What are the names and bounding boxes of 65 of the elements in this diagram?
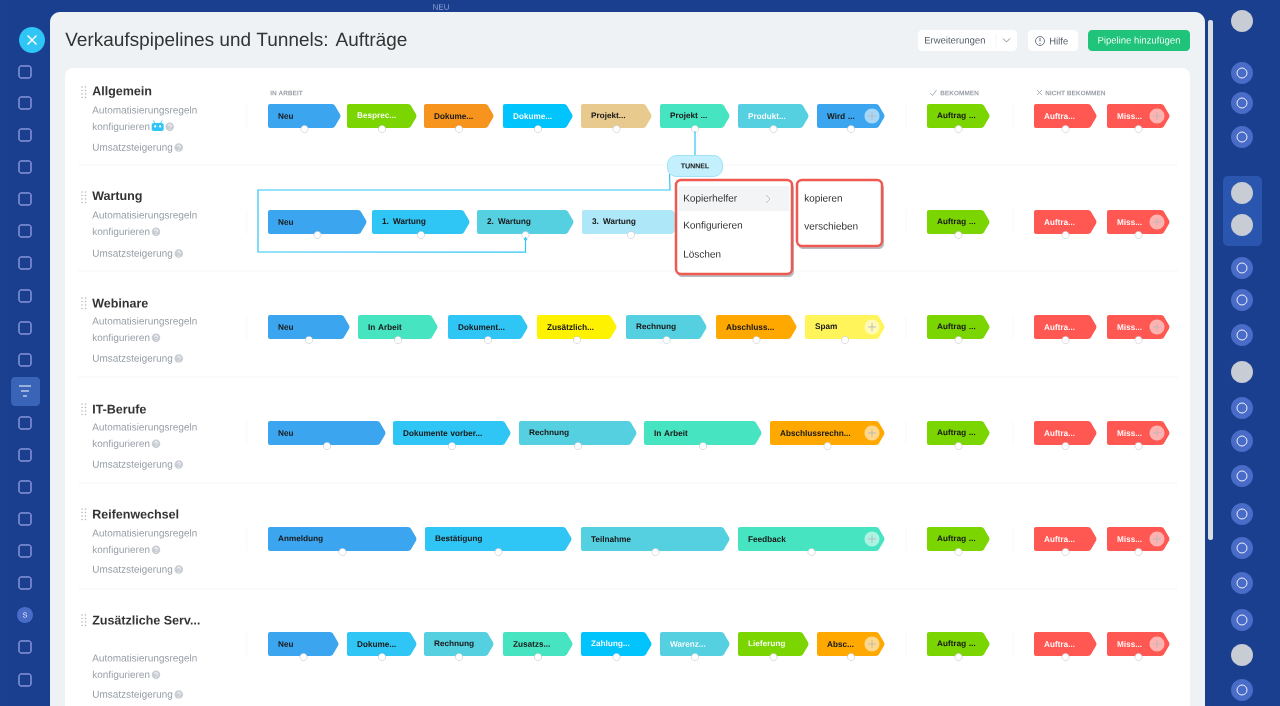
pipeline-stage: Miss... bbox=[1107, 210, 1170, 239]
pipeline-stage: Auftrag ... bbox=[927, 315, 990, 344]
menu-item: Kopierhelfer bbox=[679, 186, 789, 211]
pipeline-stage: Miss... bbox=[1107, 104, 1170, 133]
row-title: Webinare bbox=[81, 297, 148, 310]
pipeline-stage: Neu bbox=[268, 210, 367, 239]
pipeline-stage: Produkt... bbox=[738, 104, 809, 133]
link-text: Umsatzsteigerung bbox=[93, 354, 184, 364]
pipeline-stage: Miss... bbox=[1107, 315, 1170, 344]
pipeline-stage: In Arbeit bbox=[358, 315, 438, 344]
menu-item: kopieren bbox=[804, 194, 842, 204]
link-text: Automatisierungsregeln konfigurieren bbox=[92, 423, 197, 449]
pipeline-stage: 3. Wartung bbox=[582, 210, 680, 239]
row-title: Zusätzliche Serv... bbox=[81, 614, 200, 627]
pipeline-stage: Wird ... bbox=[817, 104, 885, 133]
add-button: Pipeline hinzufügen bbox=[1088, 30, 1190, 51]
pipeline-stage: Auftrag ... bbox=[927, 104, 990, 133]
menu-item: Löschen bbox=[684, 250, 721, 258]
pipeline-stage: Spam bbox=[805, 315, 885, 344]
link-text: Automatisierungsregeln konfigurieren bbox=[92, 654, 197, 680]
pipeline-stage: Zusätzlich... bbox=[537, 315, 617, 344]
pipeline-stage: Auftra... bbox=[1034, 315, 1097, 344]
row-title: Wartung bbox=[81, 191, 142, 204]
pipeline-stage: Feedback bbox=[738, 527, 885, 556]
row-title: Allgemein bbox=[81, 86, 152, 99]
link-text: Automatisierungsregeln konfigurieren bbox=[92, 211, 197, 237]
link-text: Umsatzsteigerung bbox=[93, 249, 184, 259]
help-button: Hilfe bbox=[1028, 30, 1078, 51]
connector-line bbox=[257, 173, 671, 253]
link-text: Umsatzsteigerung bbox=[93, 143, 184, 153]
pipeline-stage: Auftrag ... bbox=[927, 210, 990, 239]
pipeline-stage: Neu bbox=[268, 104, 341, 133]
pipeline-stage: Rechnung bbox=[626, 315, 707, 344]
link-text: Umsatzsteigerung bbox=[93, 690, 184, 700]
pipeline-stage: Neu bbox=[268, 315, 350, 344]
pipeline-stage: Auftra... bbox=[1034, 104, 1097, 133]
link-text: Automatisierungsregeln konfigurieren bbox=[92, 317, 197, 343]
row-title: IT-Berufe bbox=[81, 403, 146, 416]
link-text: Umsatzsteigerung bbox=[93, 565, 184, 575]
link-text: Umsatzsteigerung bbox=[93, 460, 184, 470]
row-title: Reifenwechsel bbox=[81, 508, 179, 521]
connector-line bbox=[694, 130, 696, 156]
pipeline-stage: Auftra... bbox=[1034, 210, 1097, 239]
pipeline-stage: Bestätigung bbox=[425, 527, 572, 556]
pipeline-stage: Abschlussrechn... bbox=[770, 421, 885, 450]
menu-item: Konfigurieren bbox=[684, 221, 742, 231]
pipeline-stage: Projekt... bbox=[581, 104, 652, 133]
tab-label: NEU bbox=[433, 4, 449, 10]
pipeline-stage: Anmeldung bbox=[268, 527, 417, 556]
context-menu bbox=[795, 178, 884, 249]
pipeline-stage: Besprec... bbox=[347, 104, 417, 133]
pipeline-stage: Dokument... bbox=[448, 315, 528, 344]
pipeline-stage: Teilnahme bbox=[581, 527, 730, 556]
pipeline-stage: Dokume... bbox=[424, 104, 494, 133]
pipeline-stage: Dokume... bbox=[503, 104, 573, 133]
menu-item: verschieben bbox=[804, 222, 858, 230]
pipeline-stage: 1. Wartung bbox=[372, 210, 470, 239]
page-title: Verkaufspipelines und Tunnels: Aufträge bbox=[65, 32, 407, 50]
link-text: Automatisierungsregeln konfigurieren bbox=[92, 106, 197, 132]
link-text: Automatisierungsregeln konfigurieren bbox=[92, 529, 197, 555]
pipeline-stage: Projekt ... bbox=[660, 104, 730, 133]
context-menu bbox=[674, 178, 794, 277]
pipeline-stage: Abschluss... bbox=[716, 315, 797, 344]
pipeline-stage: 2. Wartung bbox=[477, 210, 574, 239]
dropdown-button: Erweiterungen bbox=[918, 30, 1017, 51]
